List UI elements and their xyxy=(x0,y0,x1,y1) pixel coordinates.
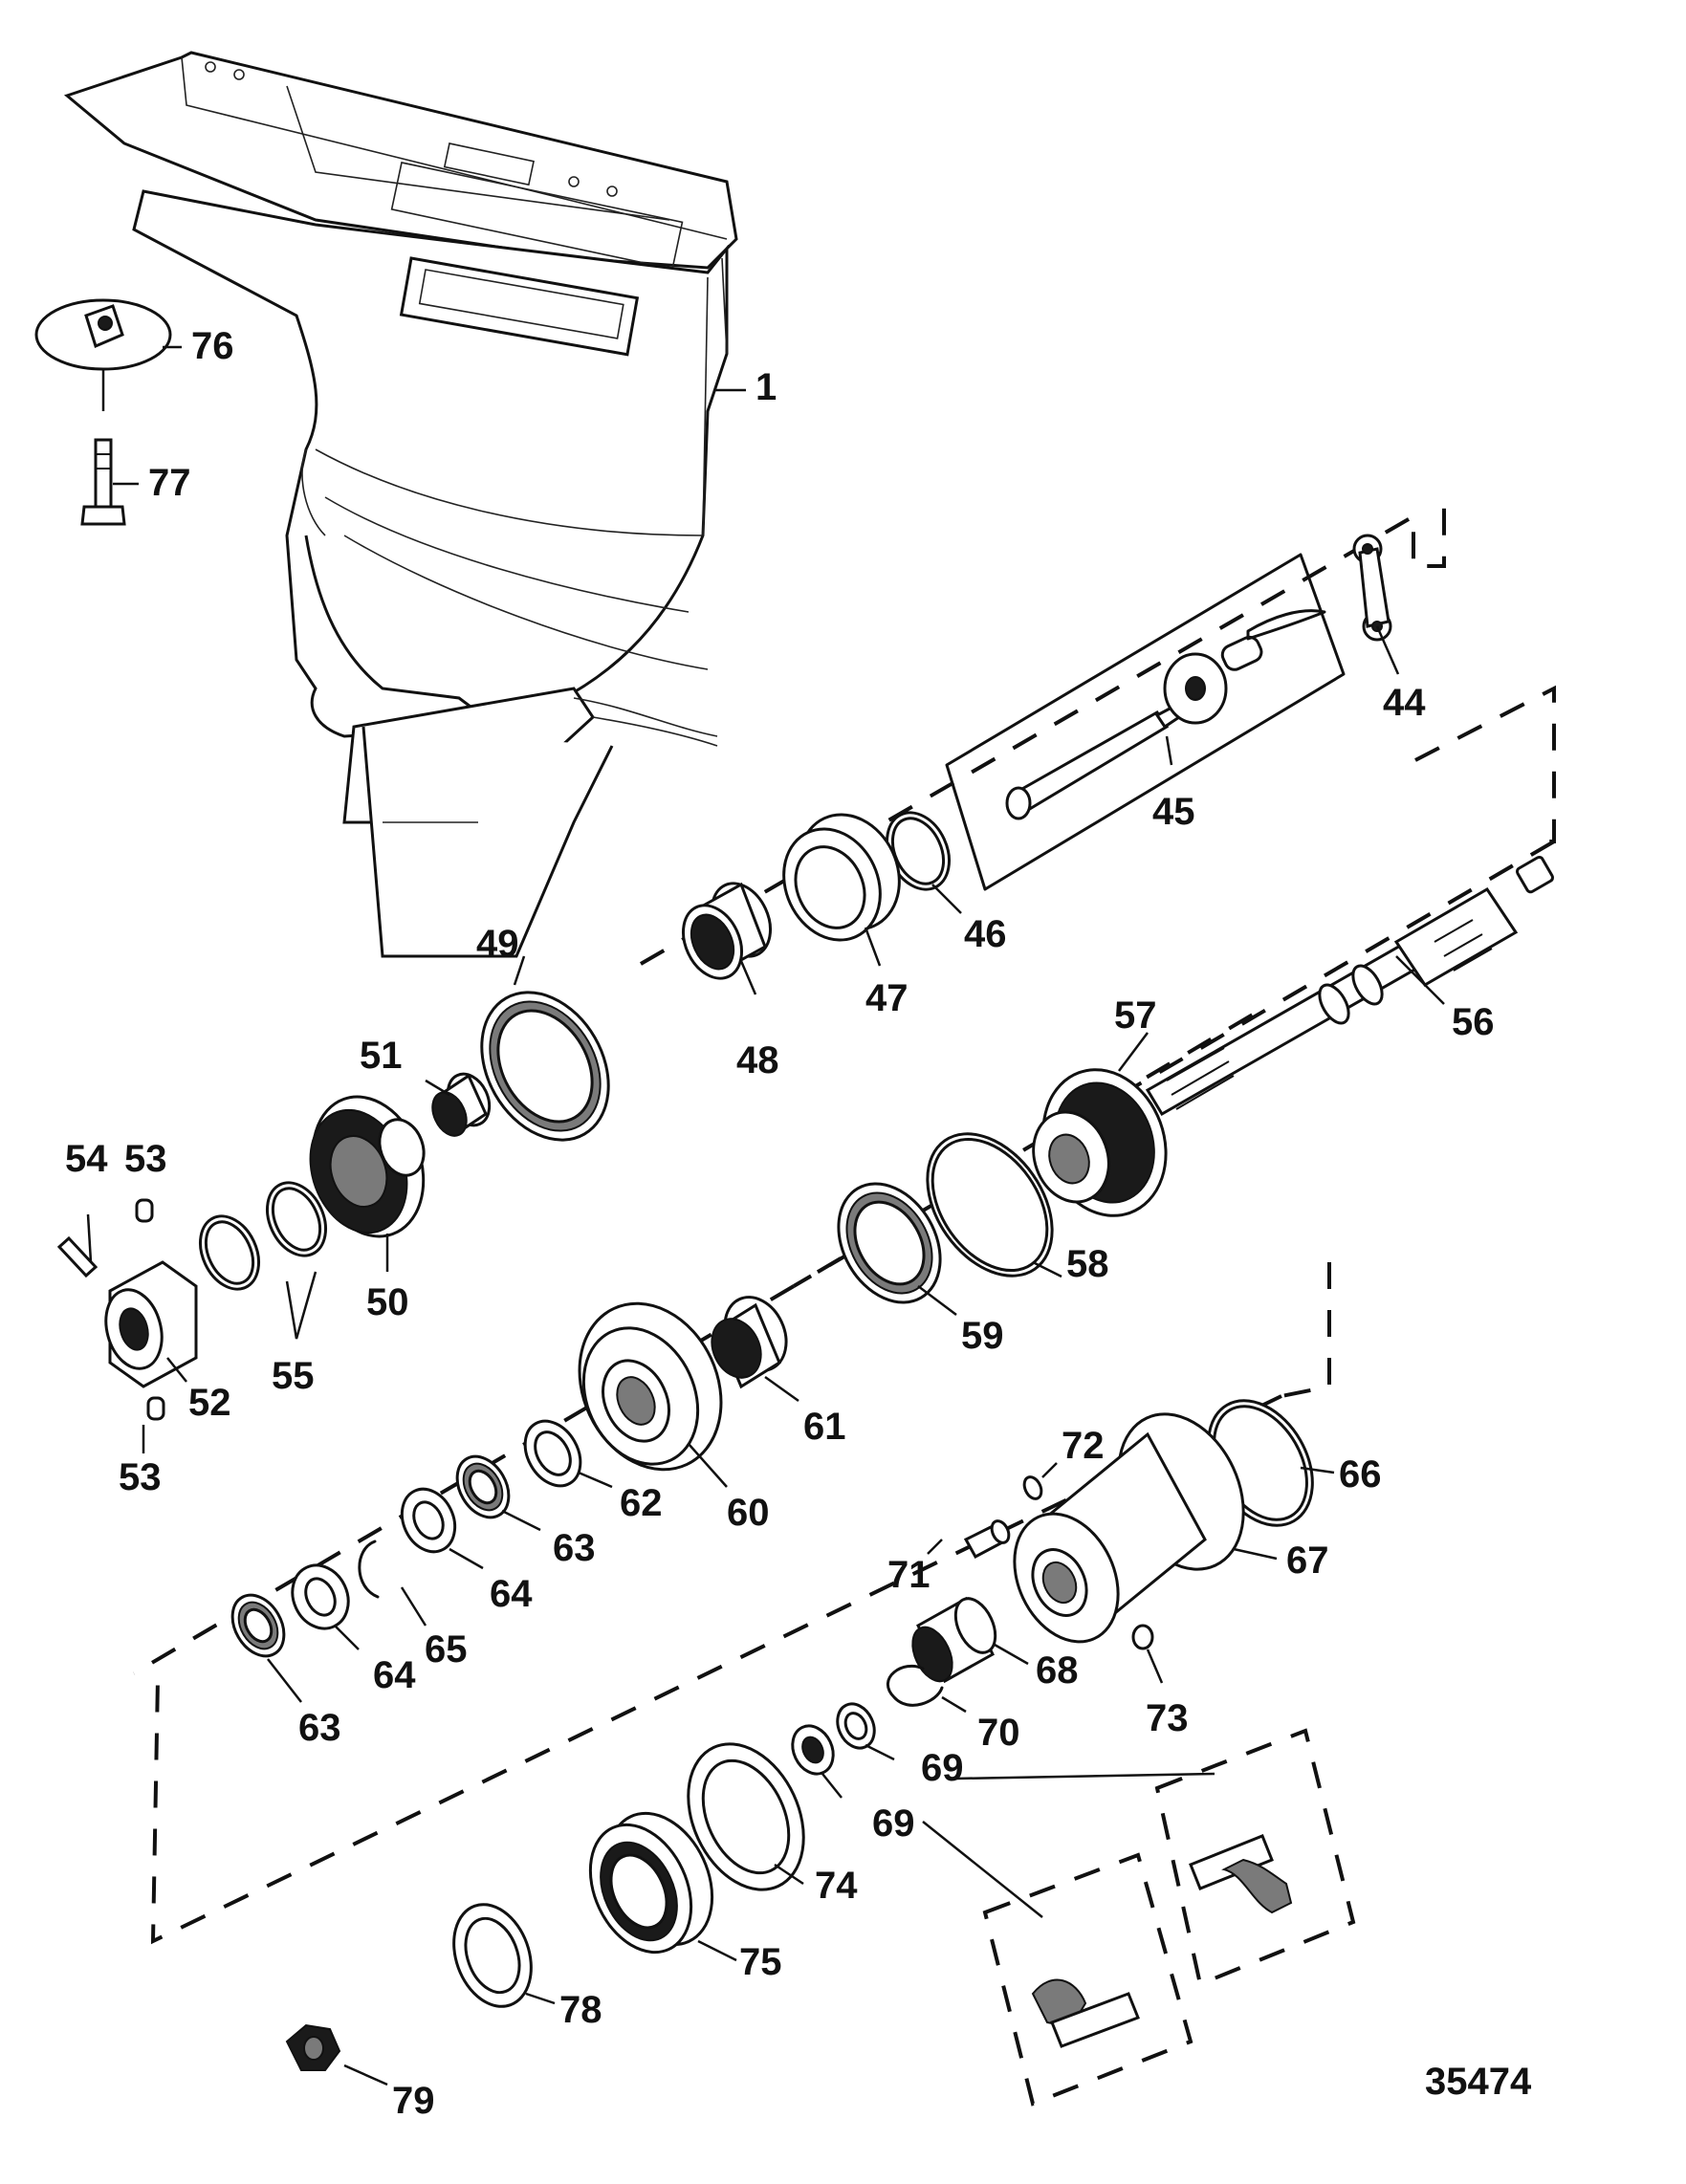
part-64-seal-upper xyxy=(400,1487,457,1554)
callout-62: 62 xyxy=(620,1482,663,1524)
part-53-detent-pins xyxy=(135,1198,165,1421)
part-65-snap-ring xyxy=(358,1540,380,1599)
callout-55: 55 xyxy=(272,1355,315,1397)
callout-51: 51 xyxy=(360,1035,403,1077)
part-45-kit-box xyxy=(945,553,1346,891)
part-78-tab-washer xyxy=(452,1903,533,2008)
part-63-thrust-washer-upper xyxy=(455,1454,511,1519)
callout-54: 54 xyxy=(65,1138,108,1180)
part-75-bearing xyxy=(588,1811,714,1955)
callout-53-top: 53 xyxy=(124,1138,167,1180)
part-70-snap-ring xyxy=(887,1664,944,1707)
callout-46: 46 xyxy=(964,913,1007,955)
part-52-clutch xyxy=(104,1260,198,1388)
callout-77: 77 xyxy=(148,462,191,504)
part-71-screw xyxy=(963,1519,1011,1560)
callout-63-upper: 63 xyxy=(553,1527,596,1569)
part-68-needle-bearing xyxy=(911,1596,997,1684)
callout-69-mid: 69 xyxy=(872,1802,915,1845)
part-73-plug xyxy=(1131,1624,1154,1650)
callout-58: 58 xyxy=(1066,1243,1109,1285)
callout-67: 67 xyxy=(1286,1540,1329,1582)
callout-48: 48 xyxy=(736,1039,779,1081)
part-44-retainer xyxy=(1352,534,1392,642)
part-67-bearing-carrier xyxy=(1013,1412,1245,1644)
callout-65: 65 xyxy=(425,1628,468,1671)
callout-59: 59 xyxy=(961,1315,1004,1357)
callout-71: 71 xyxy=(887,1554,931,1596)
callout-44: 44 xyxy=(1383,682,1426,724)
callout-68: 68 xyxy=(1036,1649,1079,1692)
part-69-seals xyxy=(791,1702,876,1776)
callout-labels: 1 44 45 46 47 48 49 50 51 52 53 53 54 55… xyxy=(65,325,1532,2122)
leader-lines xyxy=(86,345,1445,2086)
part-59-thrust-bearing xyxy=(837,1182,942,1304)
part-77-bolt xyxy=(80,438,126,526)
part-55-clutch-springs xyxy=(199,1181,327,1291)
gear-housing xyxy=(63,51,738,958)
part-50-reverse-gear xyxy=(309,1095,426,1238)
callout-53-bottom: 53 xyxy=(119,1456,162,1498)
callout-76: 76 xyxy=(191,325,234,367)
part-76-anode xyxy=(34,298,172,411)
callout-64-lower: 64 xyxy=(373,1654,416,1696)
callout-73: 73 xyxy=(1146,1697,1189,1739)
part-69-detail-boxes xyxy=(982,1728,1356,2107)
part-47-bearing-cup xyxy=(782,813,901,942)
part-79-propeller-nut xyxy=(285,2023,341,2071)
callout-52: 52 xyxy=(188,1382,231,1424)
part-72-o-ring xyxy=(1022,1475,1043,1500)
part-46-o-ring xyxy=(886,811,951,891)
callout-47: 47 xyxy=(865,977,909,1019)
callout-74: 74 xyxy=(815,1865,858,1907)
callout-75: 75 xyxy=(739,1941,782,1983)
callout-61: 61 xyxy=(803,1406,846,1448)
callout-60: 60 xyxy=(727,1492,770,1534)
part-63-thrust-washer-lower xyxy=(230,1593,286,1658)
part-56-propeller-shaft xyxy=(1145,855,1555,1117)
callout-70: 70 xyxy=(977,1712,1020,1754)
part-48-roller-bearing xyxy=(682,882,772,980)
part-64-seal-lower xyxy=(291,1563,350,1630)
callout-64-upper: 64 xyxy=(490,1573,533,1615)
callout-49: 49 xyxy=(476,923,519,965)
part-51-roller-bearing xyxy=(431,1072,492,1137)
callout-50: 50 xyxy=(366,1281,409,1323)
callout-78: 78 xyxy=(559,1989,602,2031)
callout-45: 45 xyxy=(1152,791,1195,833)
callout-69-top: 69 xyxy=(921,1747,964,1789)
callout-56: 56 xyxy=(1452,1001,1495,1043)
part-62-washer xyxy=(523,1419,582,1488)
part-49-thrust-bearing xyxy=(480,991,610,1142)
part-57-forward-gear xyxy=(1032,1068,1168,1217)
callout-63-lower: 63 xyxy=(298,1707,341,1749)
part-58-o-ring xyxy=(926,1132,1054,1278)
callout-79: 79 xyxy=(392,2080,435,2122)
callout-66: 66 xyxy=(1339,1453,1382,1496)
figure-number: 35474 xyxy=(1425,2061,1532,2103)
part-60-bearing-carrier xyxy=(578,1301,723,1472)
callout-57: 57 xyxy=(1114,994,1157,1037)
part-54-cross-pin xyxy=(56,1235,99,1278)
part-74-tab-washer xyxy=(687,1742,805,1891)
part-61-roller-bearing xyxy=(711,1296,788,1389)
callout-1: 1 xyxy=(755,366,777,408)
callout-72: 72 xyxy=(1062,1425,1105,1467)
